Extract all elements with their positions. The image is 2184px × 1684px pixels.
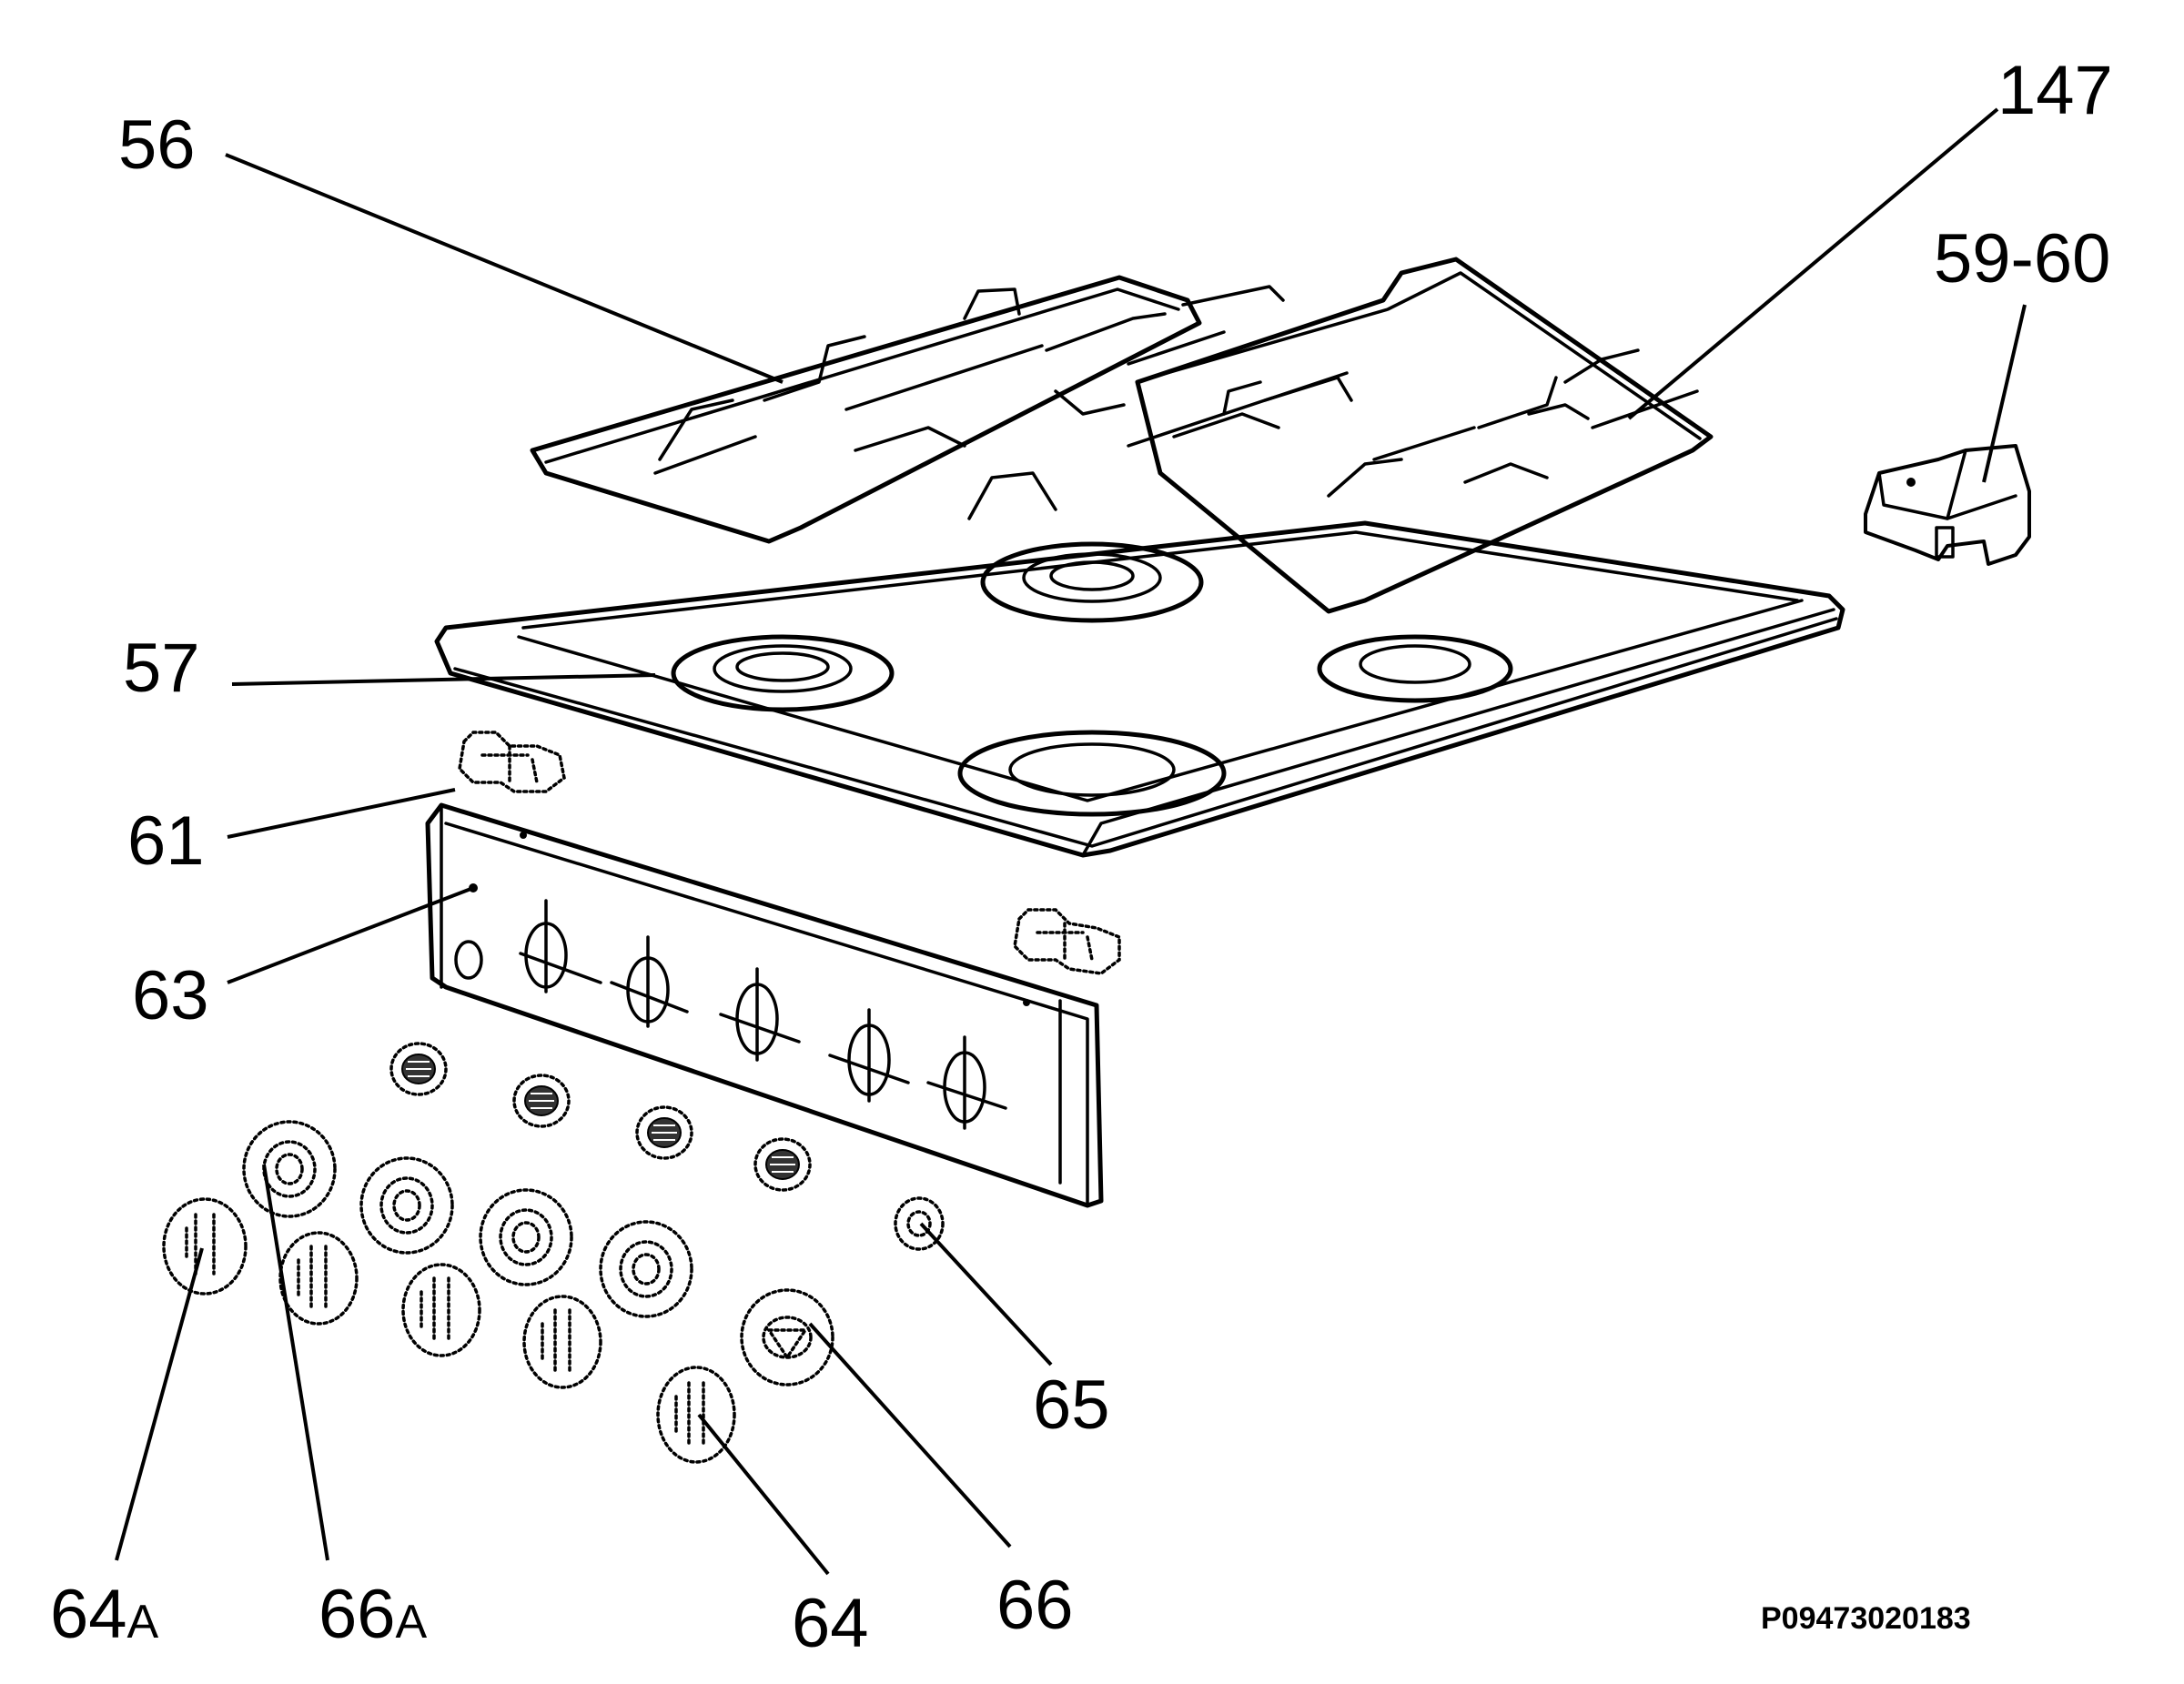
callout-147: 147 — [1997, 52, 2113, 129]
callout-64: 64 — [792, 1585, 869, 1662]
callout-59-60: 59-60 — [1934, 220, 2110, 297]
drawing-id: P09473020183 — [1761, 1601, 1971, 1636]
callout-labels: 56 147 59-60 57 61 63 65 64A 66A 64 66 — [50, 52, 2113, 1662]
callout-57: 57 — [123, 630, 200, 707]
leader-lines — [115, 107, 2027, 1576]
knob-bezel-set — [242, 1120, 834, 1387]
knob-spring-set — [389, 1042, 812, 1192]
callout-61: 61 — [127, 802, 205, 880]
spark-generator — [1864, 444, 2031, 566]
callout-65: 65 — [1033, 1366, 1110, 1444]
callout-56: 56 — [118, 106, 196, 184]
hinge-clip-right — [1013, 908, 1121, 975]
hinge-clip-left — [458, 731, 566, 793]
callout-64a: 64A — [50, 1576, 159, 1653]
callout-66a: 66A — [318, 1576, 428, 1653]
ignition-button — [894, 1196, 945, 1251]
callout-66: 66 — [996, 1567, 1074, 1644]
control-knob-set — [162, 1197, 736, 1464]
control-panel — [425, 802, 1104, 1208]
pan-support-grid — [530, 257, 1714, 614]
callout-63: 63 — [132, 957, 209, 1034]
hob-top-plate — [434, 520, 1845, 858]
